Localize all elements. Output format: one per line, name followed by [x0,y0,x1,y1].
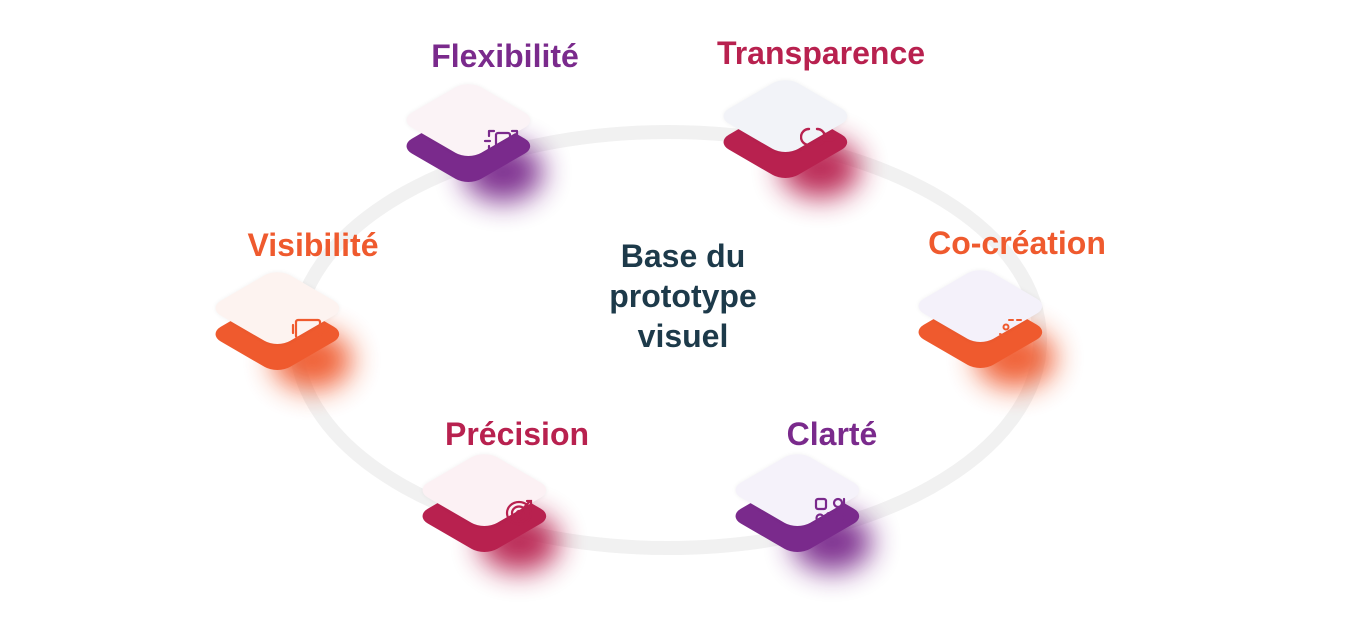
label-visibilite: Visibilité [247,227,379,263]
node-clarte [728,449,907,580]
label-clarte: Clarté [786,416,878,452]
collaboration-icon [990,312,1040,342]
center-title: Base du prototype visuel [609,238,757,354]
node-co-creation [911,265,1090,396]
shapes-icon [807,496,857,526]
label-flexibilite: Flexibilité [431,38,579,74]
node-visibilite [208,267,387,398]
resize-frame-icon [478,126,528,156]
label-precision: Précision [444,416,590,452]
label-co-creation: Co-création [928,225,1106,261]
node-flexibilite [399,79,578,210]
target-icon [494,496,544,526]
label-transparence: Transparence [716,35,926,71]
screen-eye-icon [287,314,337,344]
node-transparence [716,75,895,206]
magnifier-icon [795,122,845,152]
node-precision [415,449,594,580]
